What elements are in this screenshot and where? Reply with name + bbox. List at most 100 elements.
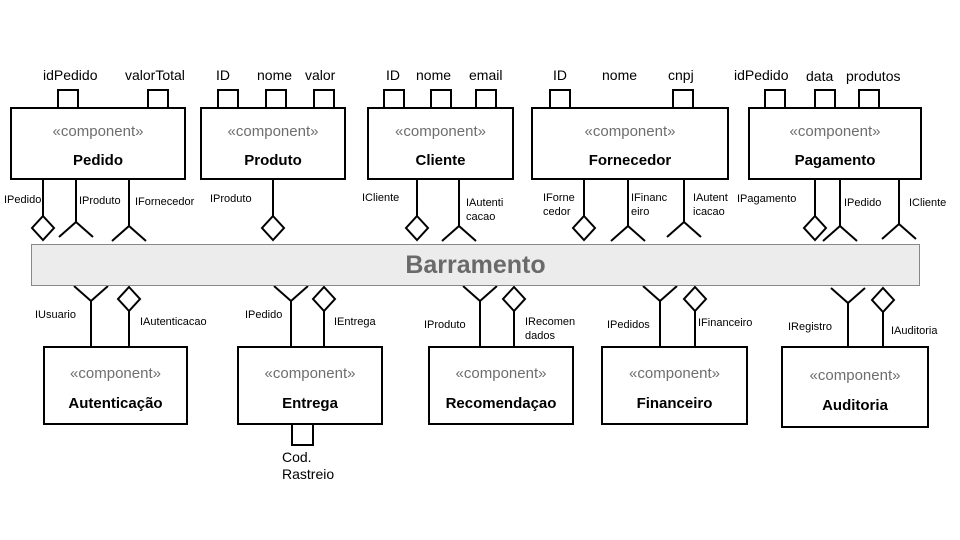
attribute-label: nome [416,67,452,83]
interface-label: IAuditoria [891,325,938,337]
interface-label: IPagamento [737,193,797,205]
required-interface-socket [642,285,661,302]
required-interface-socket [73,285,92,302]
required-interface-socket [683,221,702,238]
attribute-label: ID [216,67,230,83]
attribute-port [291,422,314,446]
interface-label: IPedido [4,194,42,206]
interface-label: IPedidos [607,319,650,331]
interface-label: IForne cedor [543,192,575,218]
bus-label: Barramento [405,251,546,279]
attribute-port [764,89,786,109]
stereotype-label: «component» [52,123,144,140]
component-name: Autenticação [68,395,163,412]
interface-label: IAutent icacao [693,192,728,218]
required-interface-socket [830,287,849,304]
component-produto: «component» Produto [200,107,346,180]
component-name: Fornecedor [588,152,672,169]
component-name: Financeiro [636,395,713,412]
attribute-label: Cod. Rastreio [282,449,335,482]
provided-interface-diamond [682,285,708,313]
required-interface-socket [881,223,900,240]
provided-interface-diamond [501,285,527,313]
attribute-label: idPedido [43,67,98,83]
component-name: Entrega [282,395,338,412]
stereotype-label: «component» [789,123,881,140]
stereotype-label: «component» [629,365,720,382]
attribute-port [672,89,694,109]
required-interface-socket [290,285,309,302]
stereotype-label: «component» [809,367,901,384]
component-name: Auditoria [822,397,888,414]
attribute-port [265,89,287,109]
provided-interface-diamond [870,286,896,314]
required-interface-socket [458,225,477,242]
component-fornecedor: «component» Fornecedor [531,107,729,180]
stereotype-label: «component» [264,365,356,382]
provided-interface-diamond [571,214,597,242]
attribute-port [549,89,571,109]
required-interface-socket [462,285,481,302]
interface-label: IPedido [245,309,283,321]
interface-label: ICliente [909,197,947,209]
stereotype-label: «component» [455,365,547,382]
attribute-port [57,89,79,109]
attribute-port [814,89,836,109]
required-interface-socket [659,285,678,302]
component-name: Recomendaçao [445,395,557,412]
provided-interface-diamond [311,285,337,313]
attribute-port [383,89,405,109]
component-name: Cliente [415,152,466,169]
required-interface-socket [75,221,94,238]
attribute-label: cnpj [668,67,694,83]
required-interface-socket [441,225,460,242]
attribute-label: data [806,68,834,84]
attribute-label: ID [386,67,400,83]
attribute-label: valor [305,67,336,83]
attribute-label: nome [602,67,638,83]
interface-label: IFinanc eiro [631,192,668,218]
interface-label: IRegistro [788,321,833,333]
attribute-port [313,89,335,109]
component-financeiro: «component» Financeiro [601,346,748,425]
required-interface-socket [128,225,147,242]
interface-label: ICliente [362,192,400,204]
required-interface-socket [839,225,858,242]
provided-interface-diamond [260,214,286,242]
component-autenticacao: «component» Autenticação [43,346,188,425]
component-entrega: «component» Entrega [237,346,383,425]
attribute-label: nome [257,67,293,83]
stereotype-label: «component» [227,123,319,140]
component-cliente: «component» Cliente [367,107,514,180]
attribute-port [147,89,169,109]
component-recomendacao: «component» Recomendaçao [428,346,574,425]
required-interface-socket [847,287,866,304]
component-auditoria: «component» Auditoria [781,346,929,428]
required-interface-socket [898,223,917,240]
component-name: Produto [244,152,302,169]
attribute-label: ID [553,67,567,83]
interface-label: IPedido [844,197,882,209]
interface-label: IProduto [79,195,121,207]
required-interface-socket [479,285,498,302]
required-interface-socket [90,285,109,302]
interface-label: IFinanceiro [698,317,753,329]
provided-interface-diamond [404,214,430,242]
component-pagamento: «component» Pagamento [748,107,922,180]
attribute-port [217,89,239,109]
attribute-port [858,89,880,109]
interface-label: IProduto [210,193,252,205]
bus-bar: Barramento [31,244,920,286]
stereotype-label: «component» [70,365,161,382]
interface-label: IAutenticacao [140,316,207,328]
required-interface-socket [111,225,130,242]
attribute-label: valorTotal [125,67,185,83]
required-interface-socket [58,221,77,238]
attribute-label: produtos [846,68,901,84]
attribute-label: idPedido [734,67,789,83]
component-name: Pedido [72,152,123,169]
attribute-label: email [469,67,503,83]
component-pedido: «component» Pedido [10,107,186,180]
required-interface-socket [822,225,841,242]
